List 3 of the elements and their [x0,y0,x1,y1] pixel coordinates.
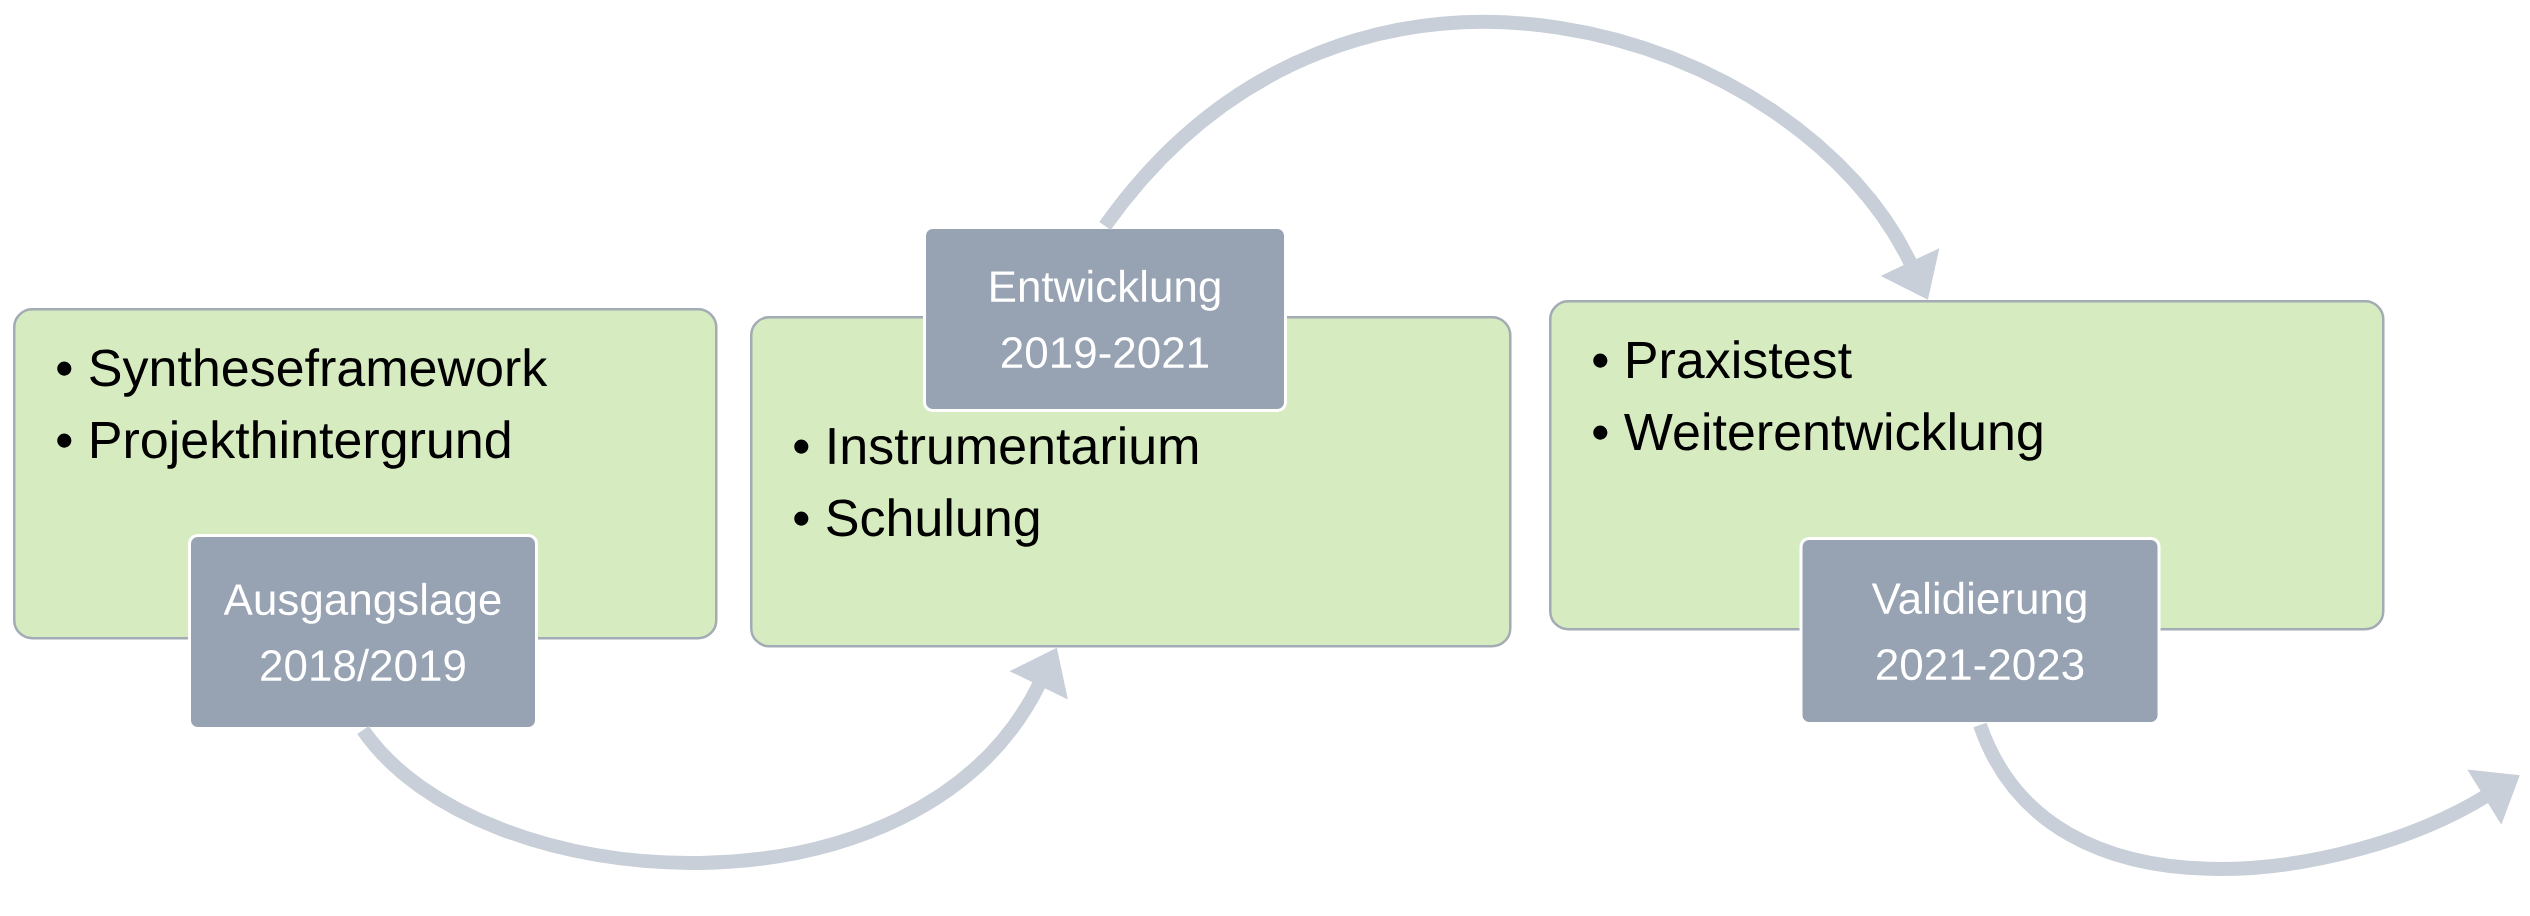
phase-label: Entwicklung 2019-2021 [923,226,1287,412]
phase-label: Validierung 2021-2023 [1799,537,2161,725]
phase-label: Ausgangslage 2018/2019 [188,534,538,730]
